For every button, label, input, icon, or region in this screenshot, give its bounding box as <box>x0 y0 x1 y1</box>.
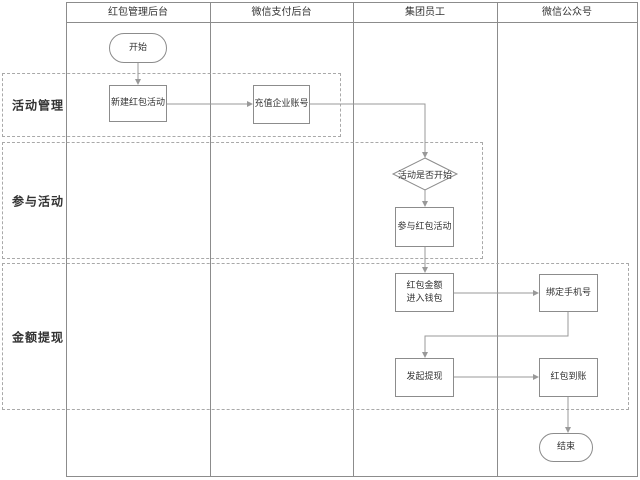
node-start: 开始 <box>109 33 167 63</box>
phase-label-amount-withdraw: 金额提现 <box>11 330 64 344</box>
node-bind-phone-number-label: 绑定手机号 <box>545 287 591 298</box>
node-amount-into-wallet-line2: 进入钱包 <box>406 293 443 304</box>
node-decision-activity-started: 活动是否开始 <box>393 158 457 190</box>
lane-header-wechat-pay-backend: 微信支付后台 <box>251 7 312 18</box>
swimlane-outer-frame <box>66 2 638 477</box>
node-recharge-enterprise-account-label: 充值企业账号 <box>254 99 309 109</box>
node-end-label: 结束 <box>556 442 575 452</box>
lane-header-redpacket-admin: 红包管理后台 <box>108 7 168 18</box>
node-start-label: 开始 <box>128 42 147 53</box>
node-decision-activity-started-label: 活动是否开始 <box>397 170 452 181</box>
node-initiate-withdraw-label: 发起提现 <box>406 372 443 382</box>
node-join-redpacket-activity-label: 参与红包活动 <box>397 221 452 232</box>
lane-divider-3 <box>497 2 498 476</box>
node-join-redpacket-activity: 参与红包活动 <box>395 207 454 247</box>
lane-divider-1 <box>210 2 211 476</box>
node-recharge-enterprise-account: 充值企业账号 <box>253 85 310 124</box>
node-redpacket-arrived-label: 红包到账 <box>550 372 587 382</box>
lane-header-wechat-official-account: 微信公众号 <box>542 7 592 18</box>
node-redpacket-arrived: 红包到账 <box>539 358 598 397</box>
node-bind-phone-number: 绑定手机号 <box>539 274 598 312</box>
phase-label-join-activity: 参与活动 <box>11 194 64 208</box>
node-initiate-withdraw: 发起提现 <box>395 358 454 397</box>
node-end: 结束 <box>539 433 593 462</box>
lane-header-separator <box>66 22 637 23</box>
phase-label-activity-management: 活动管理 <box>11 98 64 113</box>
phase-band-amount-withdraw: 金额提现 <box>2 263 629 410</box>
node-amount-into-wallet: 红包金额 进入钱包 <box>395 273 454 312</box>
node-amount-into-wallet-line1: 红包金额 <box>406 280 443 291</box>
node-create-redpacket-activity: 新建红包活动 <box>109 85 167 122</box>
phase-band-join-activity: 参与活动 <box>2 142 483 259</box>
lane-divider-2 <box>353 2 354 476</box>
lane-header-group-employee: 集团员工 <box>405 7 445 18</box>
node-create-redpacket-activity-label: 新建红包活动 <box>110 98 165 108</box>
